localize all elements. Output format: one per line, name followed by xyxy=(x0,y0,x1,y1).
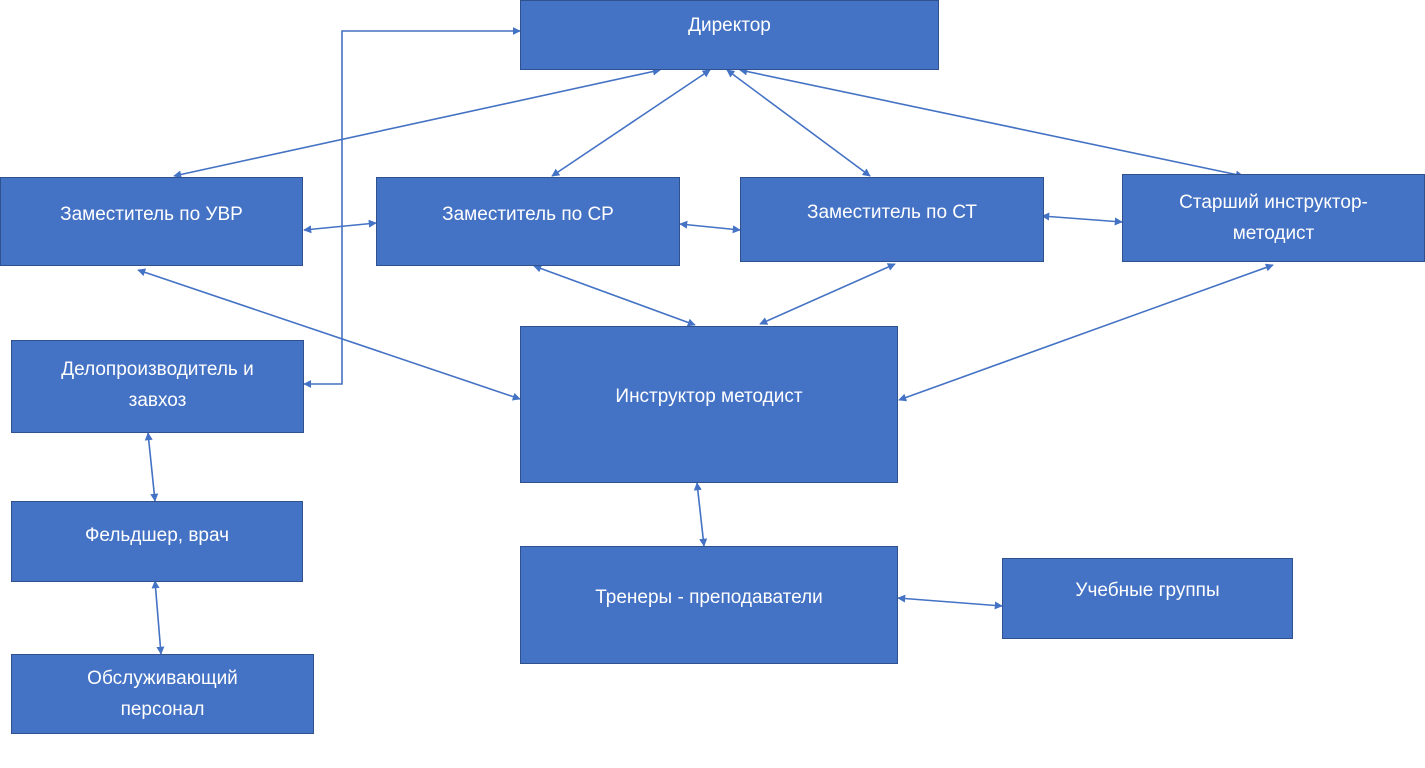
node-deputy-uvr: Заместитель по УВР xyxy=(0,177,303,266)
node-deputy-sr: Заместитель по СР xyxy=(376,177,680,266)
connector-director-uvr xyxy=(173,67,661,179)
connector-clerk-medic xyxy=(144,432,159,502)
connector-instructor-trainers xyxy=(693,482,708,547)
connector-st-instructor xyxy=(759,263,896,325)
node-instructor: Инструктор методист xyxy=(520,326,898,483)
connector-uvr-sr xyxy=(303,219,377,234)
connector-sr-instructor xyxy=(533,264,696,327)
connector-director-st xyxy=(726,69,871,177)
node-service-staff: Обслуживающий персонал xyxy=(11,654,314,734)
connector-trainers-groups xyxy=(897,594,1003,610)
node-medic: Фельдшер, врач xyxy=(11,501,303,582)
node-trainers: Тренеры - преподаватели xyxy=(520,546,898,664)
connector-uvr-instructor xyxy=(137,268,521,401)
node-senior-instructor: Старший инструктор-методист xyxy=(1122,174,1425,262)
node-study-groups: Учебные группы xyxy=(1002,558,1293,639)
node-deputy-st: Заместитель по СТ xyxy=(740,177,1044,262)
connector-sr-st xyxy=(679,220,741,234)
node-clerk: Делопроизводитель и завхоз xyxy=(11,340,304,433)
connector-st-senior xyxy=(1041,212,1123,226)
connector-director-senior xyxy=(739,67,1244,179)
node-director: Директор xyxy=(520,0,939,70)
connector-medic-service xyxy=(151,580,165,655)
connector-director-sr xyxy=(551,69,711,177)
connector-senior-instructor xyxy=(898,263,1274,402)
